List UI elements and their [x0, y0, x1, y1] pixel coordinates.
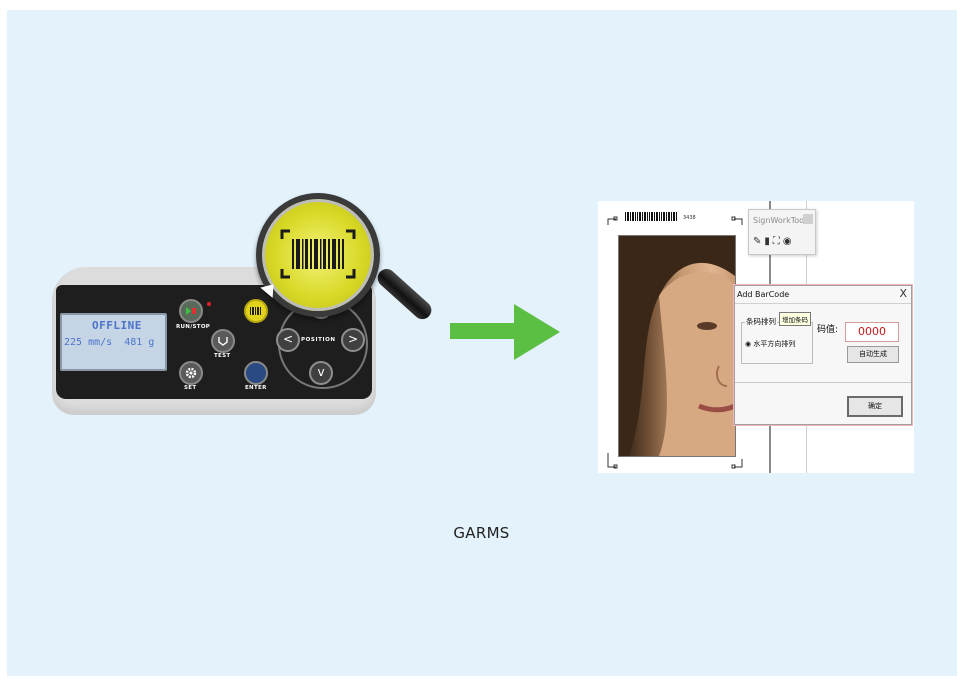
play-stop-icon [186, 307, 196, 315]
dialog-separator [735, 303, 911, 304]
auto-generate-button[interactable]: 自动生成 [847, 346, 899, 363]
flow-arrow-icon [514, 304, 560, 360]
chevron-right-icon: > [347, 332, 359, 346]
knife-down-icon [218, 337, 228, 346]
barcode-scan-icon [280, 229, 356, 279]
barcode-button[interactable] [244, 299, 268, 323]
status-led [207, 302, 211, 306]
horizontal-radio[interactable]: ◉ 水平方向排列 [745, 339, 795, 349]
dialog-title: Add BarCode [737, 290, 790, 299]
arrangement-group [741, 322, 813, 364]
barcode-number: 3438 [683, 215, 696, 221]
test-label: TEST [214, 353, 231, 359]
lcd-readout: 225 mm/s 481 g [64, 337, 154, 348]
dialog-close-button[interactable]: X [899, 287, 907, 300]
enter-button[interactable] [244, 361, 268, 385]
dpad-right-button[interactable]: > [341, 328, 365, 352]
test-button[interactable] [211, 329, 235, 353]
lcd-display: OFFLINE 225 mm/s 481 g [60, 313, 167, 371]
set-label: SET [184, 385, 197, 391]
dpad-left-button[interactable]: < [276, 328, 300, 352]
caption: GARMS [453, 524, 510, 542]
frame-icon[interactable]: ⛶ [772, 236, 783, 247]
horizontal-radio-label: 水平方向排列 [753, 340, 796, 348]
chevron-left-icon: < [282, 332, 294, 346]
position-label: POSITION [301, 337, 336, 343]
run-stop-button[interactable] [179, 299, 203, 323]
magnified-barcode [268, 205, 368, 305]
lcd-status: OFFLINE [92, 319, 142, 332]
dpad-down-button[interactable]: v [309, 361, 333, 385]
toolbar-close-button[interactable] [803, 214, 813, 224]
portrait-photo [618, 235, 736, 457]
set-button[interactable] [179, 361, 203, 385]
crop-marks [607, 212, 743, 469]
add-barcode-dialog: Add BarCode X 条码排列 增加条码 ◉ 水平方向排列 码值: 000… [734, 285, 912, 425]
barcode-icon [250, 307, 261, 315]
edit-icon[interactable]: ✎ [753, 236, 765, 247]
value-label: 码值: [817, 325, 839, 335]
signworktool-toolbar: SignWorkTool ✎▮⛶◉ [748, 209, 816, 255]
chevron-down-icon: v [317, 365, 325, 379]
toolbar-icons: ✎▮⛶◉ [753, 236, 795, 247]
toolbar-title: SignWorkTool [753, 216, 807, 225]
gear-icon [185, 367, 197, 379]
ok-button[interactable]: 确定 [847, 396, 903, 417]
control-panel-face: OFFLINE 225 mm/s 481 g RUN/STOP TEST SET… [56, 285, 372, 399]
software-screenshot: 3438 SignWorkTool ✎▮⛶◉ Add BarCode X 条码排… [598, 201, 914, 473]
add-barcode-tooltip: 增加条码 [779, 312, 811, 326]
run-stop-label: RUN/STOP [176, 324, 211, 330]
lcd-speed: 225 mm/s [64, 337, 113, 348]
barcode-tool-icon[interactable]: ▮ [764, 236, 773, 247]
radio-selected-icon: ◉ [745, 340, 752, 348]
lcd-force: 481 g [124, 337, 155, 348]
flow-arrow-shaft [450, 323, 520, 339]
dialog-footer-separator [735, 382, 911, 383]
target-icon[interactable]: ◉ [782, 236, 795, 247]
arrangement-group-label: 条码排列 [745, 316, 777, 327]
barcode-value-field[interactable]: 0000 [845, 322, 899, 342]
portrait-illustration [619, 236, 735, 456]
enter-label: ENTER [245, 385, 267, 391]
